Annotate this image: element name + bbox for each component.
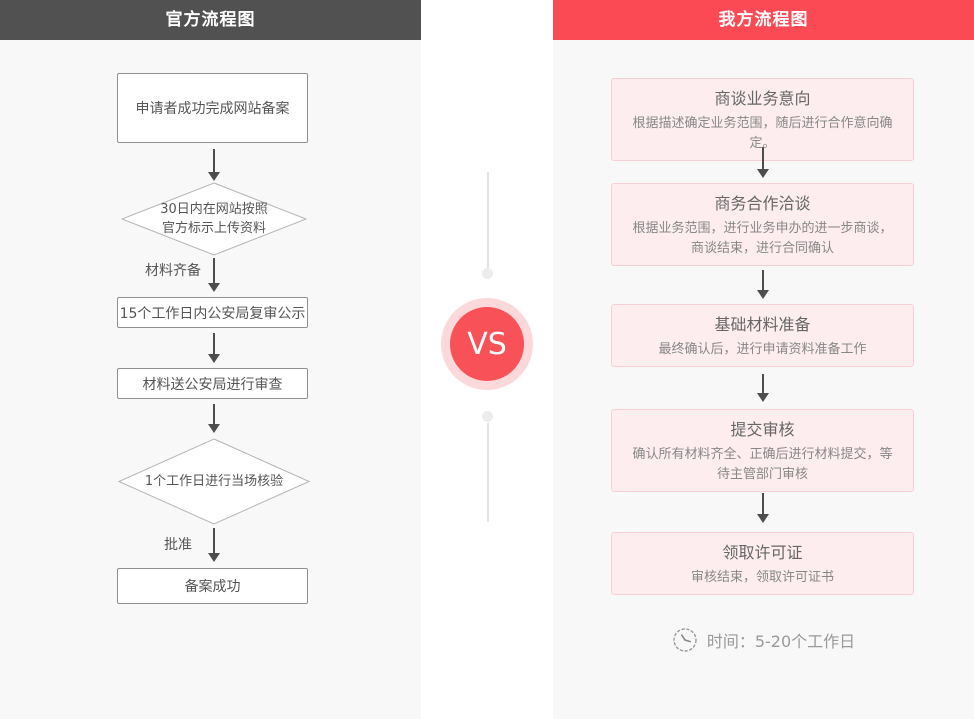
our-panel-title: 我方流程图: [553, 0, 974, 40]
connector-line-top: [487, 172, 489, 268]
arrow-head: [757, 290, 769, 299]
arrow-shaft: [213, 149, 215, 172]
arrow-head: [757, 169, 769, 178]
step-card-get-license: 领取许可证 审核结束，领取许可证书: [611, 532, 914, 596]
flow-box-website-filing: 申请者成功完成网站备案: [117, 73, 308, 143]
branch-label-approved: 批准: [164, 537, 192, 553]
step-card-business-intent: 商谈业务意向 根据描述确定业务范围，随后进行合作意向确定。: [611, 78, 914, 162]
clock-icon: [673, 628, 697, 652]
our-process-panel: 我方流程图 商谈业务意向 根据描述确定业务范围，随后进行合作意向确定。 商务合作…: [553, 0, 974, 719]
arrow-head: [208, 354, 220, 363]
arrow-shaft: [762, 493, 764, 514]
time-note-text: 时间：5-20个工作日: [706, 632, 856, 651]
arrow-shaft: [762, 270, 764, 290]
arrow-shaft: [213, 528, 215, 553]
vs-label: VS: [450, 307, 524, 381]
step-card-materials-prep: 基础材料准备 最终确认后，进行申请资料准备工作: [611, 304, 914, 368]
step-title: 商谈业务意向: [714, 89, 811, 108]
diamond-text: 1个工作日进行当场核验: [144, 473, 284, 489]
official-panel-title: 官方流程图: [0, 0, 421, 40]
down-arrow-icon: [207, 333, 221, 363]
down-arrow-icon: [756, 270, 770, 299]
diamond-shape: [121, 182, 307, 256]
connector-line-bottom: [487, 423, 489, 522]
arrow-shaft: [213, 258, 215, 283]
connector-dot-top: [482, 268, 493, 279]
arrow-head: [208, 424, 220, 433]
arrow-shaft: [213, 404, 215, 424]
time-note-row: 时间：5-20个工作日: [553, 627, 974, 653]
down-arrow-icon: [756, 147, 770, 178]
vs-badge: VS: [441, 298, 533, 390]
arrow-shaft: [213, 333, 215, 354]
step-desc: 根据描述确定业务范围，随后进行合作意向确定。: [632, 116, 893, 152]
flow-box-send-to-bureau: 材料送公安局进行审查: [117, 368, 308, 399]
step-title: 商务合作洽谈: [714, 194, 811, 213]
connector-dot-bottom: [482, 411, 493, 422]
diamond-shape: [118, 438, 310, 525]
down-arrow-icon: [207, 528, 221, 562]
arrow-head: [757, 514, 769, 523]
step-desc: 确认所有材料齐全、正确后进行材料提交，等待主管部门审核: [632, 447, 893, 483]
flow-box-filing-success: 备案成功: [117, 568, 308, 604]
down-arrow-icon: [207, 149, 221, 181]
arrow-head: [208, 553, 220, 562]
diamond-text: 30日内在网站按照 官方标示上传资料: [160, 201, 268, 237]
arrow-head: [208, 283, 220, 292]
step-desc: 审核结束，领取许可证书: [690, 570, 834, 585]
arrow-head: [757, 393, 769, 402]
flow-diamond-onsite-check: 1个工作日进行当场核验: [118, 438, 310, 525]
step-desc: 根据业务范围，进行业务申办的进一步商谈，商谈结束，进行合同确认: [632, 221, 893, 257]
down-arrow-icon: [207, 258, 221, 292]
arrow-head: [208, 172, 220, 181]
flow-diamond-upload-materials: 30日内在网站按照 官方标示上传资料: [121, 182, 307, 256]
step-card-submit-review: 提交审核 确认所有材料齐全、正确后进行材料提交，等待主管部门审核: [611, 409, 914, 493]
branch-label-materials-ready: 材料齐备: [145, 263, 201, 279]
arrow-shaft: [762, 374, 764, 393]
down-arrow-icon: [756, 374, 770, 402]
arrow-shaft: [762, 147, 764, 169]
step-desc: 最终确认后，进行申请资料准备工作: [658, 342, 867, 357]
step-card-cooperation-talks: 商务合作洽谈 根据业务范围，进行业务申办的进一步商谈，商谈结束，进行合同确认: [611, 183, 914, 267]
official-process-panel: 官方流程图 申请者成功完成网站备案 30日内在网站按照 官方标示上传资料 材料齐…: [0, 0, 421, 719]
step-title: 基础材料准备: [714, 315, 811, 334]
down-arrow-icon: [207, 404, 221, 433]
step-title: 提交审核: [730, 420, 795, 439]
flow-box-review-publicity: 15个工作日内公安局复审公示: [117, 297, 308, 328]
step-title: 领取许可证: [722, 543, 803, 562]
down-arrow-icon: [756, 493, 770, 523]
